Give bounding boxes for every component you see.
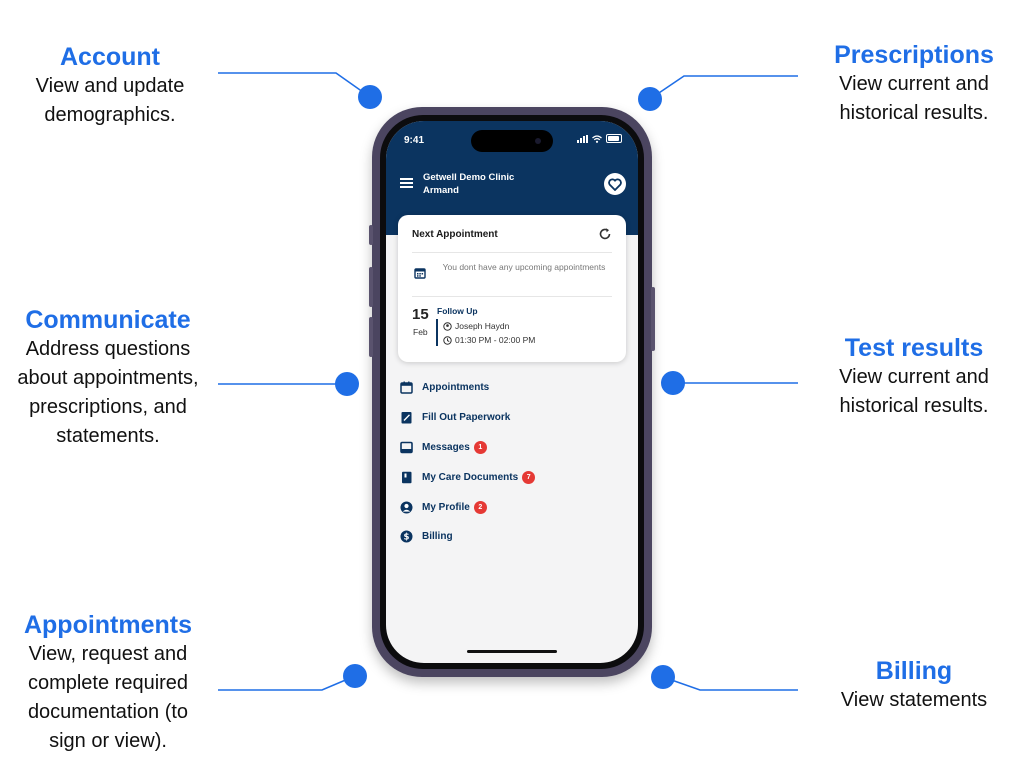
callout-description: View and update demographics. <box>35 75 185 126</box>
heart-logo-icon[interactable] <box>604 173 626 195</box>
hamburger-menu-icon[interactable] <box>400 178 413 188</box>
clock-icon <box>443 335 452 345</box>
connector-billing <box>662 676 798 691</box>
callout-title: Test results <box>844 334 984 362</box>
appointment-time: 01:30 PM - 02:00 PM <box>443 335 535 345</box>
signal-icon <box>577 134 588 143</box>
appointment-type: Follow Up <box>437 306 478 316</box>
nav-label: My Profile <box>422 501 470 513</box>
divider <box>412 296 612 297</box>
paperwork-icon <box>401 412 412 424</box>
dot-account <box>358 85 382 109</box>
phone-volume-up <box>369 267 373 307</box>
callout-test-results: Test results View current and historical… <box>814 333 1014 421</box>
user-name: Armand <box>423 185 459 196</box>
dot-communicate <box>335 372 359 396</box>
clinic-info: Getwell Demo Clinic Armand <box>423 171 514 197</box>
appointment-accent-bar <box>436 319 438 346</box>
camera-icon <box>535 138 541 144</box>
battery-icon <box>606 134 622 143</box>
nav-label: My Care Documents <box>422 471 519 483</box>
callout-description: View current and historical results. <box>839 73 989 124</box>
callout-account: Account View and update demographics. <box>10 42 210 130</box>
connector-account <box>218 72 371 98</box>
nav-item-my-profile[interactable]: My Profile 2 <box>400 492 630 522</box>
divider <box>412 252 612 253</box>
notification-badge: 7 <box>522 470 536 484</box>
phone-volume-down <box>369 317 373 357</box>
clinic-name: Getwell Demo Clinic <box>423 172 515 183</box>
callout-description: Address questions about appointments, pr… <box>17 338 199 447</box>
callout-title: Account <box>60 43 160 71</box>
phone-mockup: 9:41 Getwell Demo Clinic Armand Next App… <box>369 107 655 677</box>
dot-prescriptions <box>638 87 662 111</box>
nav-item-fill-out-paperwork[interactable]: Fill Out Paperwork <box>400 403 630 433</box>
callout-title: Appointments <box>23 611 193 639</box>
nav-label: Appointments <box>422 382 490 394</box>
callout-description: View, request and complete required docu… <box>27 643 189 752</box>
callout-description: View current and historical results. <box>839 366 989 417</box>
appointment-month: Feb <box>413 327 428 337</box>
calendar-icon <box>414 268 426 279</box>
calendar-icon <box>400 381 413 395</box>
callout-title: Communicate <box>25 306 191 334</box>
dot-test-results <box>661 371 685 395</box>
svg-text:$: $ <box>404 533 410 543</box>
status-icons <box>577 134 622 143</box>
notification-badge: 2 <box>473 500 487 514</box>
inbox-icon <box>400 441 413 454</box>
callout-billing: Billing View statements <box>814 656 1014 715</box>
nav-label: Billing <box>422 531 453 543</box>
phone-power-button <box>651 287 655 351</box>
status-time: 9:41 <box>404 135 425 146</box>
wifi-icon <box>592 134 602 143</box>
dynamic-island <box>471 130 553 152</box>
callout-communicate: Communicate Address questions about appo… <box>4 305 212 451</box>
appointment-time-range: 01:30 PM - 02:00 PM <box>455 335 536 345</box>
appointment-day: 15 <box>412 306 429 323</box>
dot-appointments <box>343 664 367 688</box>
nav-label: Messages <box>422 441 470 453</box>
connector-prescriptions <box>649 75 798 100</box>
user-icon <box>400 501 413 514</box>
phone-action-button <box>369 225 373 245</box>
document-icon <box>402 471 412 484</box>
nav-item-my-care-documents[interactable]: My Care Documents 7 <box>400 462 630 492</box>
home-indicator[interactable] <box>467 650 557 653</box>
callout-title: Prescriptions <box>834 41 994 69</box>
card-title: Next Appointment <box>412 229 498 240</box>
nav-item-messages[interactable]: Messages 1 <box>400 433 630 463</box>
provider-icon <box>443 321 452 331</box>
callout-description: View statements <box>840 689 988 711</box>
callout-prescriptions: Prescriptions View current and historica… <box>814 40 1014 128</box>
phone-screen: 9:41 Getwell Demo Clinic Armand Next App… <box>386 121 638 663</box>
dot-billing <box>651 665 675 689</box>
appointment-provider: Joseph Haydn <box>443 321 509 331</box>
dollar-icon: $ <box>400 530 413 543</box>
nav-menu: Appointments Fill Out Paperwork Messages… <box>400 373 630 552</box>
nav-item-appointments[interactable]: Appointments <box>400 373 630 403</box>
notification-badge: 1 <box>473 440 487 454</box>
callout-title: Billing <box>875 657 953 685</box>
empty-appointments-text: You dont have any upcoming appointments <box>442 262 606 272</box>
nav-label: Fill Out Paperwork <box>422 412 511 424</box>
connector-appointments <box>218 675 356 691</box>
refresh-icon[interactable] <box>598 227 612 241</box>
provider-name: Joseph Haydn <box>455 321 510 331</box>
callout-appointments: Appointments View, request and complete … <box>8 610 208 756</box>
nav-item-billing[interactable]: $ Billing <box>400 522 630 552</box>
next-appointment-card: Next Appointment You dont have any upcom… <box>398 215 626 362</box>
